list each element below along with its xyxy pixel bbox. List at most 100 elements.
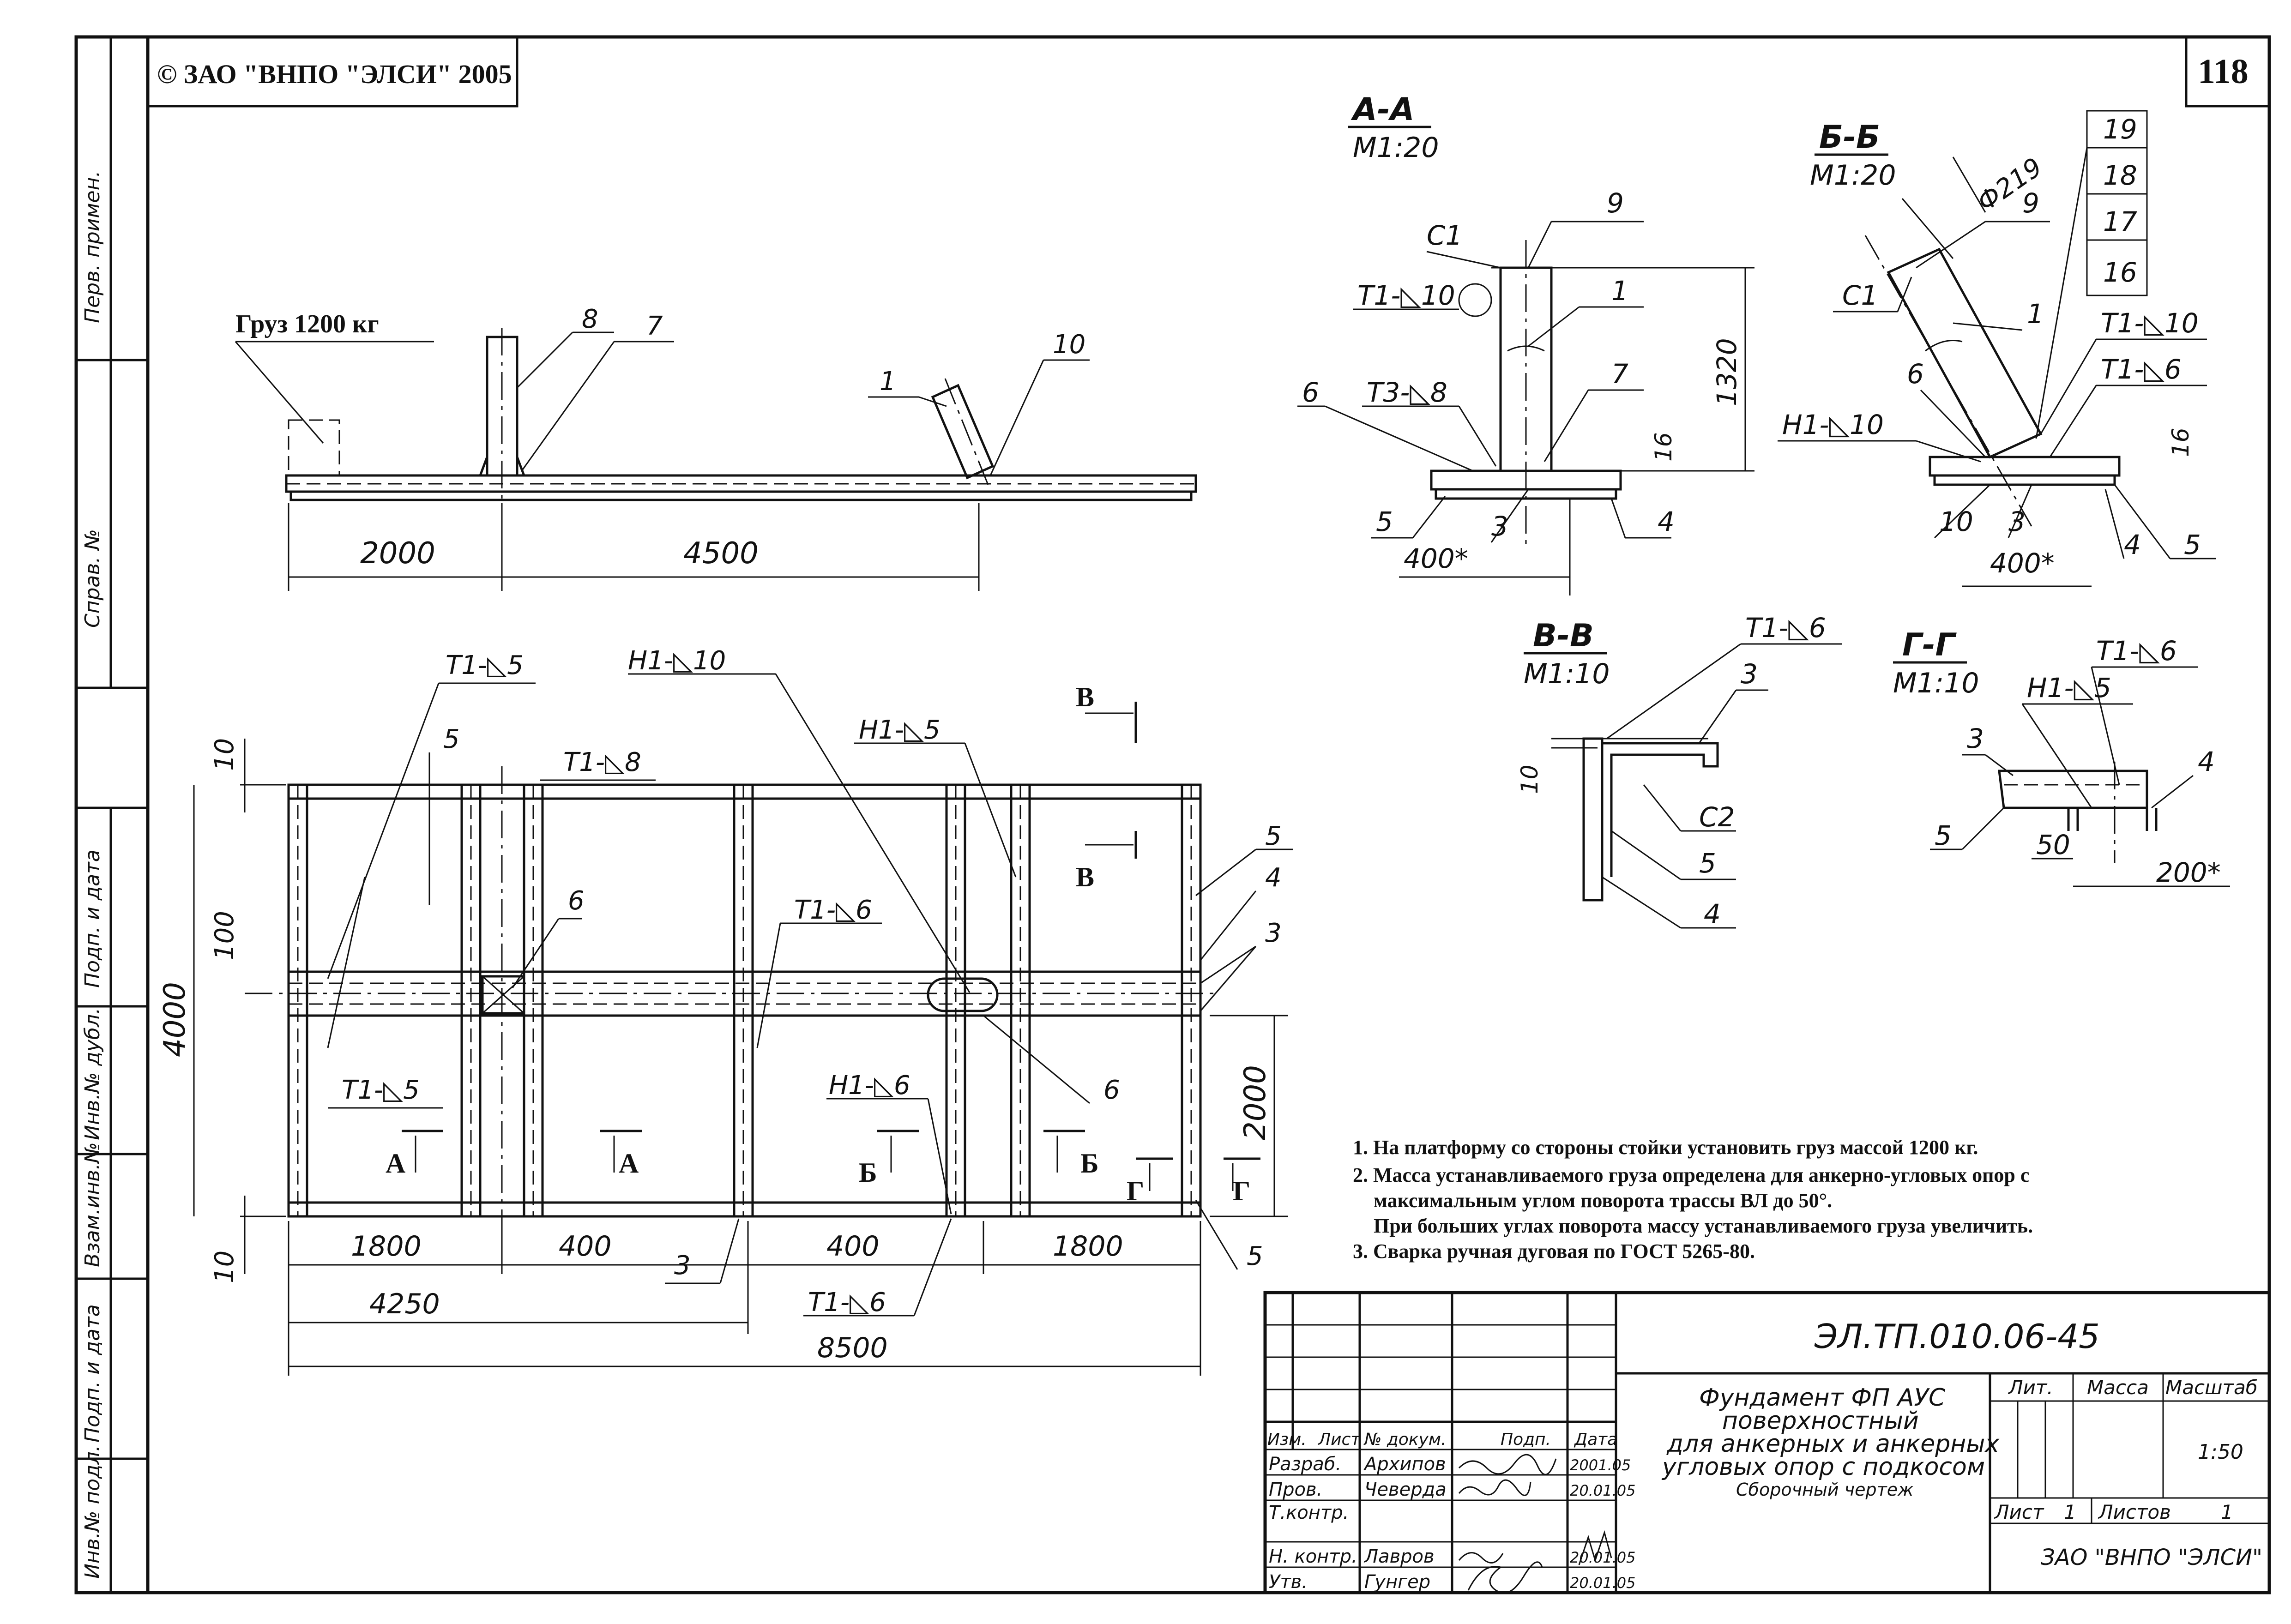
plan-pos-5a: 5 (443, 724, 460, 754)
tb-col-list: Лист (1317, 1430, 1361, 1449)
tb-role-nkontr: Н. контр. (1269, 1546, 1357, 1567)
signature-razrab (1458, 1454, 1557, 1475)
tb-name-prov: Чеверда (1364, 1479, 1447, 1500)
weld-n1-10: Н1-◺10 (628, 646, 726, 676)
sec-gg-n1-5: Н1-◺5 (2027, 672, 2111, 704)
sec-bb-n1-10: Н1-◺10 (1782, 409, 1884, 440)
elev-pos-10: 10 (1053, 330, 1085, 360)
note-2b: максимальным углом поворота трассы ВЛ до… (1374, 1189, 1832, 1212)
tb-name-utv: Гунгер (1364, 1571, 1430, 1593)
side-podp-data-1: Подп. и дата (81, 849, 104, 988)
elev-dim-2000: 2000 (360, 536, 435, 571)
elev-dim-4500: 4500 (683, 536, 759, 571)
sec-bb-16: 16 (2167, 427, 2194, 457)
tb-title-3: для анкерных и анкерных (1666, 1430, 2000, 1458)
note-1: 1. На платформу со стороны стойки устано… (1353, 1136, 1978, 1159)
sec-aa-16: 16 (1650, 432, 1677, 462)
tb-scale-value: 1:50 (2198, 1440, 2243, 1464)
sec-gg-title: Г-Г (1902, 627, 1957, 663)
sec-bb-19: 19 (2103, 114, 2137, 145)
mast-base-plate (481, 975, 525, 1015)
sec-mark-v2: В (1076, 862, 1094, 892)
sec-aa-1: 1 (1611, 275, 1628, 307)
signature-prov (1458, 1479, 1531, 1496)
plan-dim-400-r: 400 (826, 1230, 880, 1263)
elevation-view: Груз 1200 кг 8 7 1 10 2000 4500 (235, 304, 1197, 591)
sec-mark-a2: А (619, 1148, 639, 1179)
plan-dim-8500: 8500 (817, 1332, 888, 1364)
tb-name-nkontr: Лавров (1363, 1546, 1435, 1567)
sec-aa-5: 5 (1376, 506, 1393, 537)
sec-bb-4: 4 (2124, 529, 2141, 560)
tb-lit: Лит. (2008, 1376, 2053, 1399)
tb-role-razrab: Разраб. (1269, 1454, 1341, 1475)
side-perv-primen: Перв. примен. (81, 171, 104, 323)
signature-utv (1467, 1561, 1543, 1594)
tb-title-1: Фундамент ФП АУС (1699, 1384, 1946, 1412)
elev-pos-7: 7 (646, 311, 663, 341)
plan-pos-3a: 3 (1265, 918, 1282, 948)
sec-bb-17: 17 (2103, 206, 2137, 237)
plan-pos-3c: 3 (674, 1251, 691, 1281)
weld-n1-5: Н1-◺5 (859, 715, 941, 745)
section-gg: Г-Г М1:10 Т1-◺6 Н1-◺5 3 4 5 50 200* (1893, 627, 2230, 888)
tb-massa: Масса (2087, 1376, 2149, 1399)
sec-bb-400: 400* (1990, 547, 2055, 579)
sec-aa-c1: С1 (1427, 220, 1462, 251)
section-bb: Б-Б М1:20 Ф219 19 18 17 16 9 С1 1 Т1-◺10… (1778, 110, 2216, 587)
side-podp-data-2: Подп. и дата (81, 1304, 104, 1443)
tb-col-dokum: № докум. (1363, 1430, 1446, 1449)
copyright-text: © ЗАО "ВНПО "ЭЛСИ" 2005 (157, 59, 512, 89)
tb-role-utv: Утв. (1269, 1571, 1308, 1593)
sec-aa-t3-8: Т3-◺8 (1367, 377, 1447, 408)
tb-masshtab: Масштаб (2165, 1376, 2258, 1399)
sec-vv-3: 3 (1741, 658, 1758, 690)
tb-date-nkontr: 20.01.05 (1570, 1549, 1636, 1566)
sec-aa-scale: М1:20 (1353, 132, 1439, 164)
sec-mark-b2: Б (1080, 1148, 1099, 1179)
plan-dim-100: 100 (210, 911, 240, 960)
sec-bb-scale: М1:20 (1810, 159, 1896, 192)
sec-mark-b1: Б (859, 1157, 877, 1188)
plan-dim-400-l: 400 (559, 1230, 612, 1263)
tb-col-data: Дата (1574, 1430, 1617, 1449)
weld-t1-5-top: Т1-◺5 (446, 650, 524, 680)
tb-name-razrab: Архипов (1363, 1454, 1446, 1475)
sec-bb-t1-10: Т1-◺10 (2101, 307, 2199, 339)
notes: 1. На платформу со стороны стойки устано… (1353, 1136, 2033, 1263)
tb-sheets-label: Листов (2098, 1501, 2171, 1523)
note-2c: При больших углах поворота массу устанав… (1374, 1215, 2033, 1237)
plan-dim-4000: 4000 (158, 982, 192, 1057)
load-label: Груз 1200 кг (235, 310, 379, 338)
side-inv-dubl: Инв.№ дубл. (81, 1008, 104, 1140)
sec-bb-18: 18 (2103, 160, 2137, 191)
sec-bb-10: 10 (1939, 506, 1973, 537)
tb-date-utv: 20.01.05 (1570, 1574, 1636, 1592)
signature-nkontr (1458, 1530, 1612, 1565)
title-block: ЭЛ.ТП.010.06-45 Изм. Лист № докум. Подп.… (1263, 1291, 2271, 1594)
tb-sheets-value: 1 (2221, 1501, 2233, 1523)
section-vv: В-В М1:10 Т1-◺6 3 10 С2 5 4 (1516, 612, 1842, 930)
tb-col-izm: Изм. (1267, 1430, 1307, 1449)
sec-aa-7: 7 (1611, 358, 1628, 390)
tb-col-podp: Подп. (1501, 1430, 1551, 1449)
sec-aa-400: 400* (1404, 543, 1468, 574)
plan-dim-2000: 2000 (1238, 1065, 1272, 1140)
sec-bb-title: Б-Б (1819, 119, 1880, 156)
note-2: 2. Масса устанавливаемого груза определе… (1353, 1164, 2029, 1186)
sec-vv-title: В-В (1533, 618, 1594, 654)
sec-gg-3: 3 (1967, 723, 1984, 754)
sec-gg-50: 50 (2036, 829, 2070, 860)
tb-date-razrab: 2001.05 (1570, 1456, 1631, 1474)
sec-bb-t1-6: Т1-◺6 (2101, 354, 2182, 385)
sec-mark-a1: А (386, 1148, 405, 1179)
weld-t1-5-bot: Т1-◺5 (342, 1075, 420, 1105)
page-number: 118 (2198, 52, 2249, 91)
sec-aa-3: 3 (1491, 511, 1508, 542)
sec-bb-16-top: 16 (2103, 257, 2137, 288)
tb-title-4: угловых опор с подкосом (1661, 1453, 1985, 1481)
weld-n1-6: Н1-◺6 (829, 1071, 910, 1101)
plan-pos-5b: 5 (1265, 821, 1282, 851)
tb-subtitle: Сборочный чертеж (1736, 1480, 1913, 1500)
